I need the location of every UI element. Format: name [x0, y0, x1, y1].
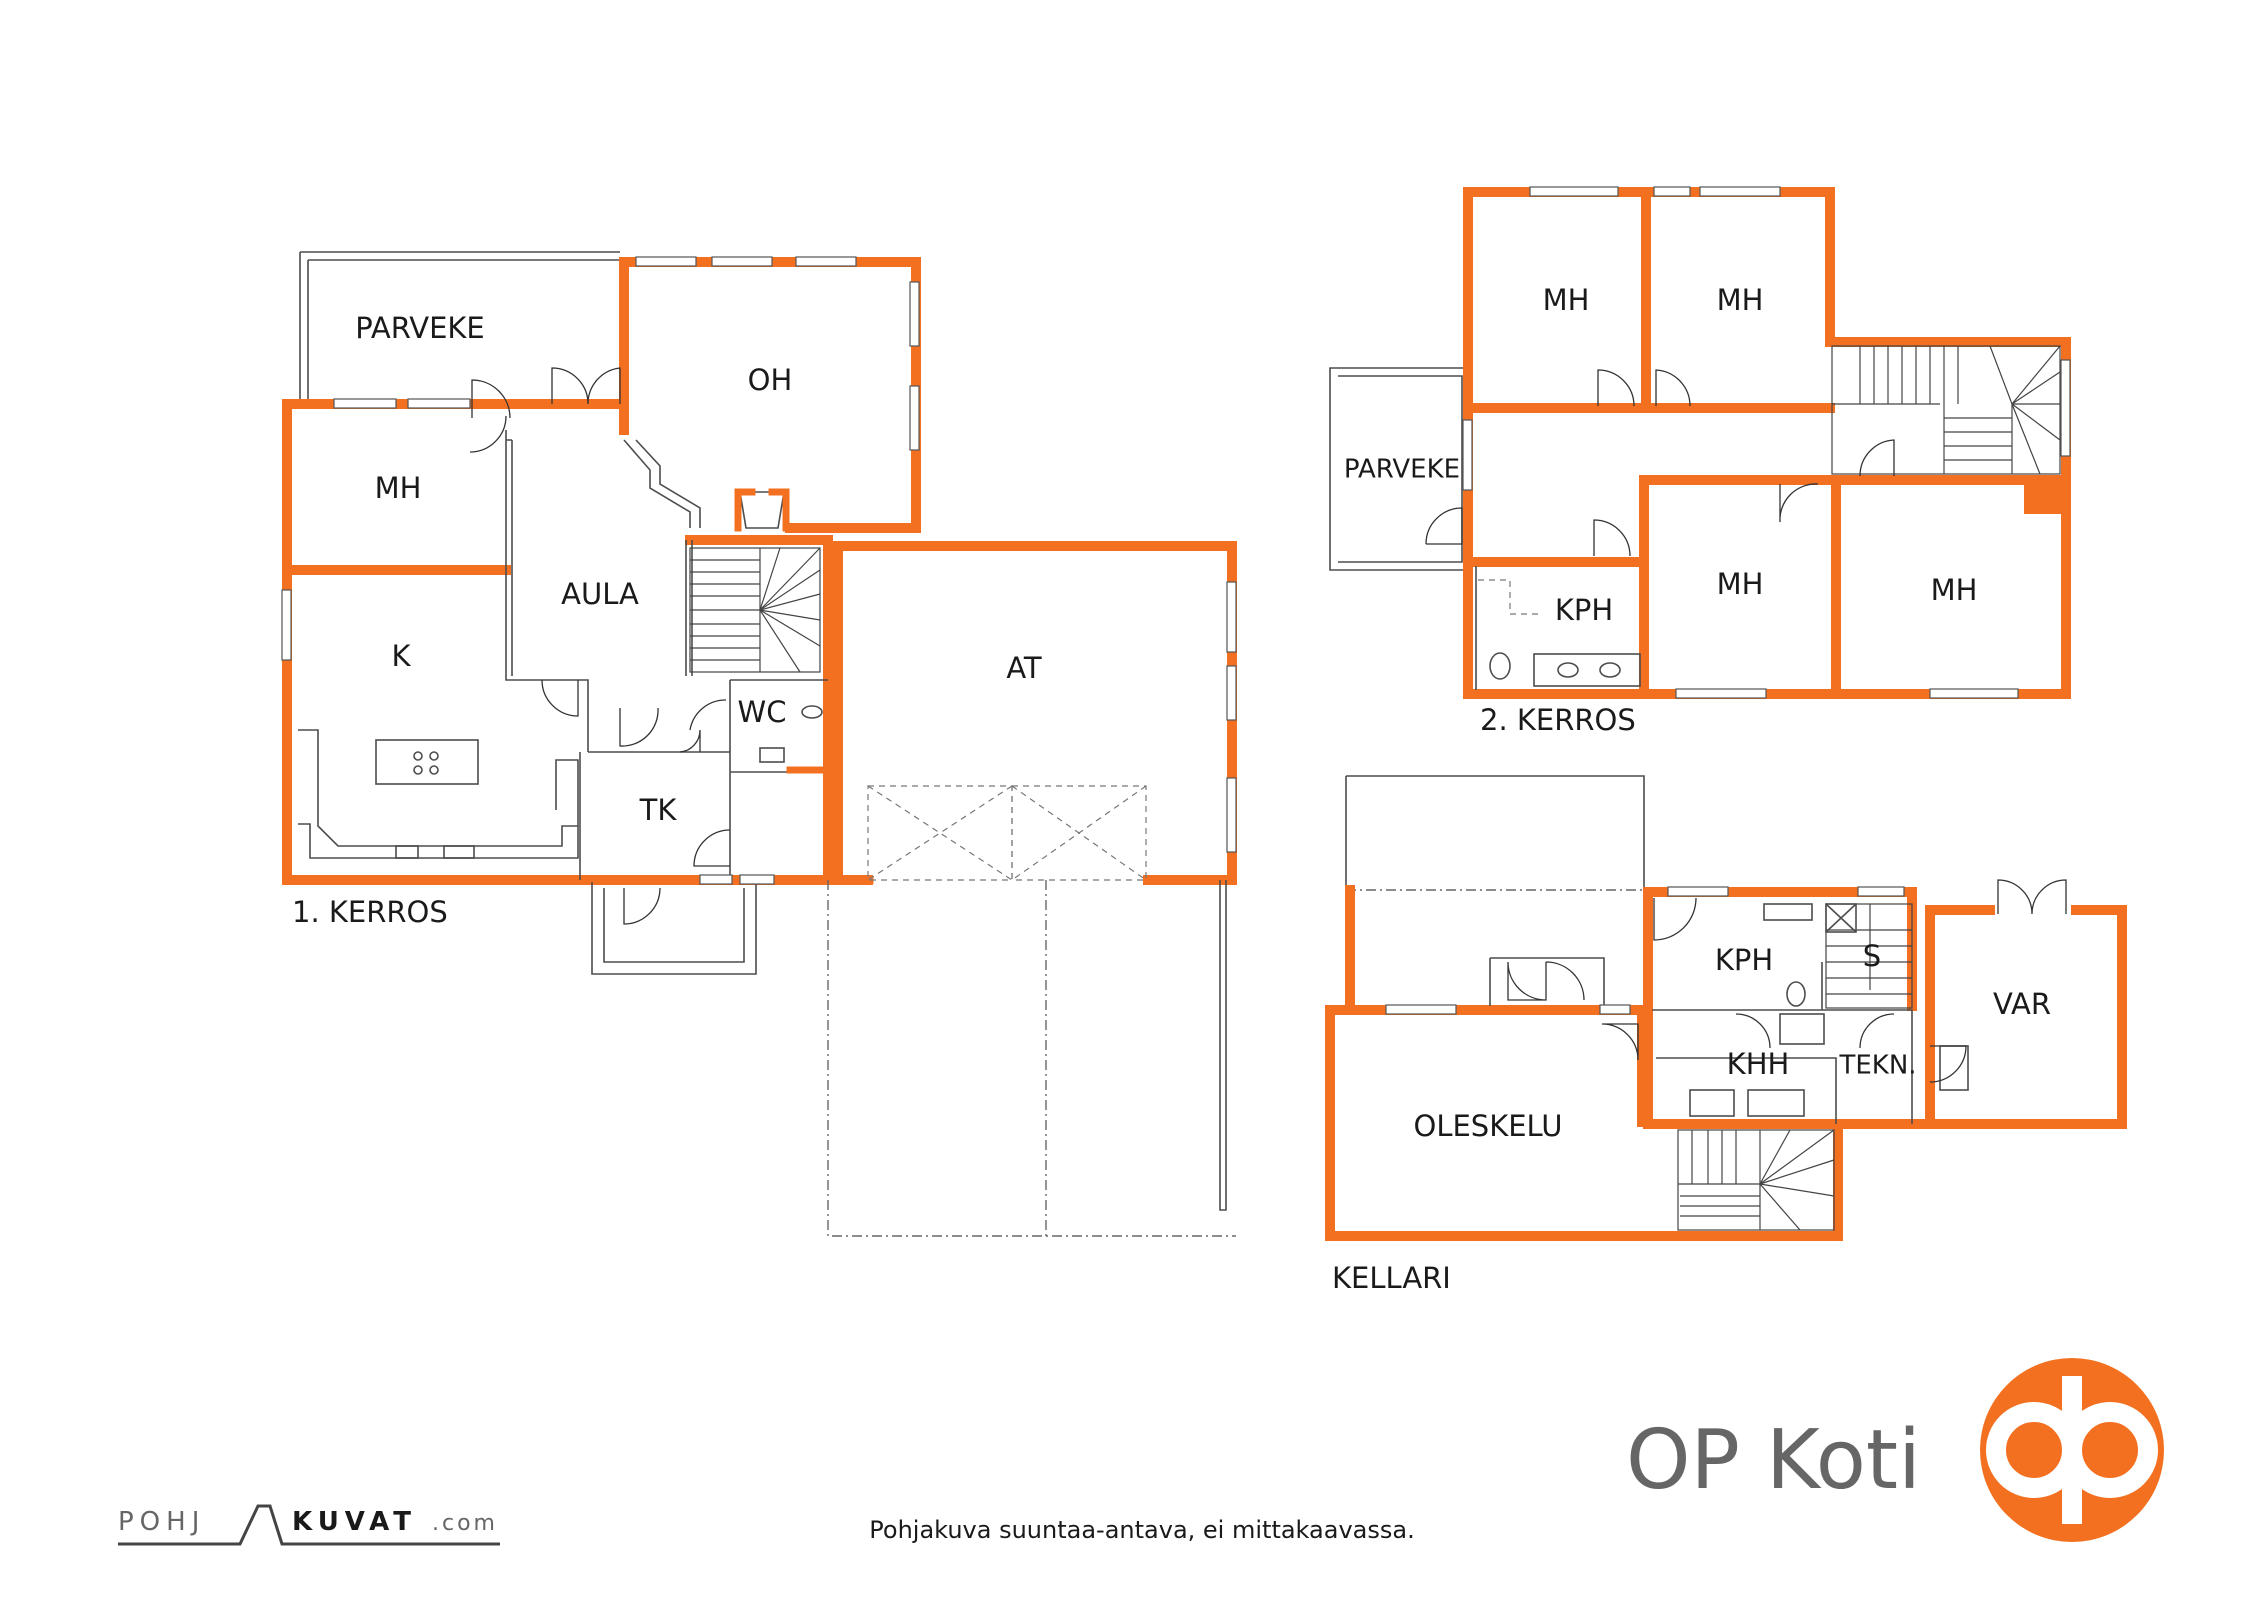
- basement-plan: [1325, 775, 2127, 1241]
- disclaimer-text: Pohjakuva suuntaa-antava, ei mittakaavas…: [869, 1516, 1414, 1544]
- op-logo-icon: [1980, 1358, 2164, 1542]
- room-label-mh-2d: MH: [1931, 573, 1978, 607]
- room-label-kph-2: KPH: [1555, 593, 1613, 627]
- room-label-k: K: [391, 639, 411, 673]
- room-label-at: AT: [1006, 651, 1042, 685]
- room-label-tk: TK: [639, 793, 678, 827]
- room-label-wc: WC: [738, 695, 787, 729]
- room-label-mh-2a: MH: [1543, 283, 1590, 317]
- room-label-oh: OH: [748, 363, 793, 397]
- pohjakuvat-right-text: KUVAT: [292, 1507, 417, 1537]
- floor-2-plan: [1329, 187, 2071, 699]
- pohjakuvat-logo: POHJ KUVAT .com: [118, 1504, 500, 1546]
- room-label-parveke-1: PARVEKE: [355, 311, 485, 345]
- floor-label-first: 1. KERROS: [292, 895, 448, 929]
- floor-2-windows: [1462, 186, 2071, 699]
- room-label-mh-1: MH: [375, 471, 422, 505]
- op-koti-brand: OP Koti: [1626, 1358, 2164, 1542]
- room-label-kph-b: KPH: [1715, 943, 1773, 977]
- room-label-s: S: [1863, 939, 1881, 973]
- basement-windows: [1385, 886, 1905, 1015]
- pohjakuvat-domain-text: .com: [432, 1511, 498, 1536]
- floor-1-windows: [281, 256, 1237, 885]
- room-label-oleskelu: OLESKELU: [1414, 1109, 1563, 1143]
- room-label-tekn: TEKN.: [1838, 1051, 1916, 1081]
- brand-name: OP Koti: [1626, 1413, 1921, 1508]
- floor-label-basement: KELLARI: [1332, 1261, 1451, 1295]
- room-label-mh-2c: MH: [1717, 567, 1764, 601]
- room-label-mh-2b: MH: [1717, 283, 1764, 317]
- pohjakuvat-left-text: POHJ: [118, 1507, 205, 1537]
- room-label-var: VAR: [1993, 987, 2051, 1021]
- room-label-parveke-2: PARVEKE: [1344, 455, 1460, 485]
- room-label-aula: AULA: [561, 577, 639, 611]
- room-label-khh: KHH: [1727, 1047, 1790, 1081]
- floor-label-second: 2. KERROS: [1480, 703, 1636, 737]
